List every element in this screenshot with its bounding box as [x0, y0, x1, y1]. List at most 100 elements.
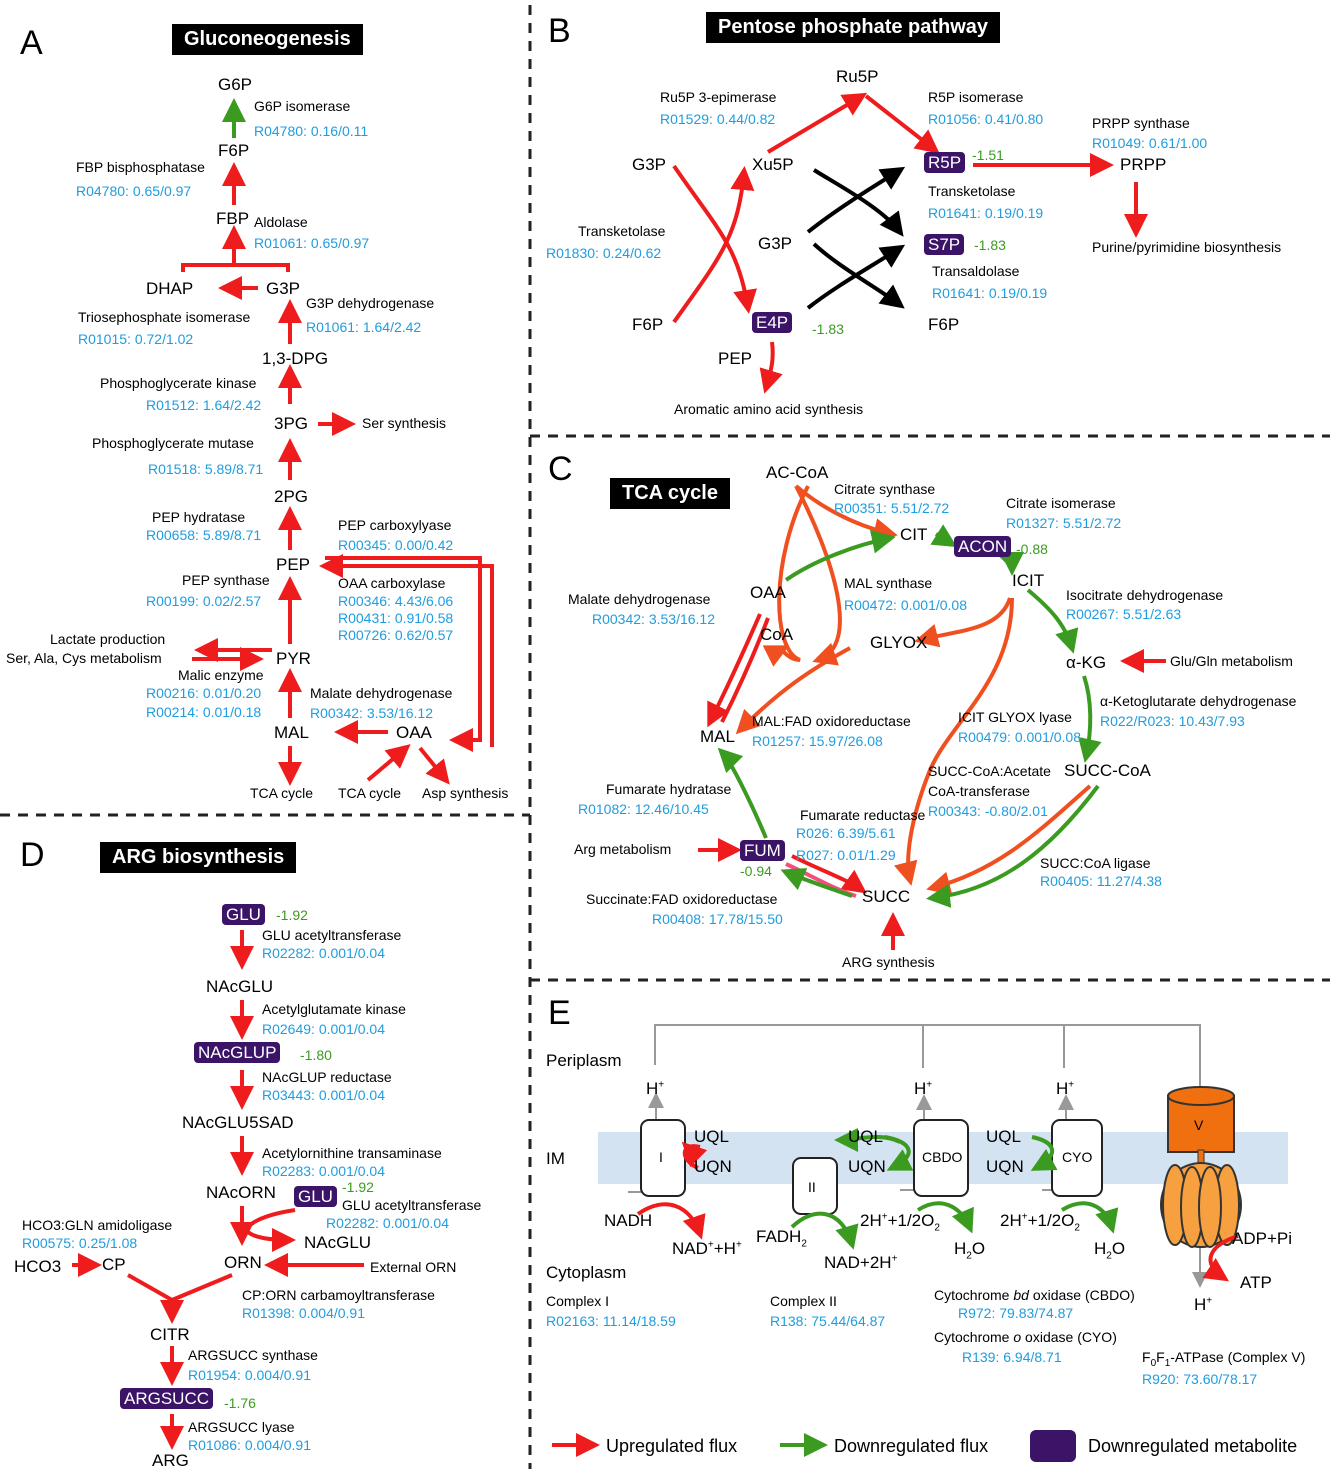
panel-c-arrows	[698, 484, 1166, 950]
reaction-id: R00342: 3.53/16.12	[310, 705, 433, 721]
enzyme-transketolase: Transketolase	[578, 223, 666, 239]
cbdo-box-label: CBDO	[922, 1149, 963, 1165]
enzyme-pep-carboxylyase: PEP carboxylyase	[338, 517, 452, 533]
reaction-id: R02163: 11.14/18.59	[546, 1313, 676, 1329]
reaction-id: R01327: 5.51/2.72	[1006, 515, 1122, 531]
enzyme-citrate-synthase: Citrate synthase	[834, 481, 936, 497]
metabolite-cp: CP	[102, 1255, 126, 1274]
metabolite-oaa: OAA	[396, 723, 432, 742]
reaction-id: R00575: 0.25/1.08	[22, 1235, 138, 1251]
enzyme-argsucc-lyase: ARGSUCC lyase	[188, 1419, 295, 1435]
enzyme-malate-dehydrogenase: Malate dehydrogenase	[310, 685, 453, 701]
reaction-id: R00346: 4.43/6.06	[338, 593, 454, 609]
enzyme-phosphoglycerate-kinase: Phosphoglycerate kinase	[100, 375, 257, 391]
metabolite-mal: MAL	[700, 727, 735, 746]
metabolite-3pg: 3PG	[274, 414, 309, 433]
reaction-id: R00431: 0.91/0.58	[338, 610, 454, 626]
reaction-id: R04780: 0.65/0.97	[76, 183, 192, 199]
reaction-id: R00351: 5.51/2.72	[834, 500, 950, 516]
cbdo-name: Cytochrome bd oxidase (CBDO)	[934, 1287, 1135, 1303]
enzyme-fumarate-reductase: Fumarate reductase	[800, 807, 926, 823]
legend-upregulated: Upregulated flux	[606, 1436, 738, 1456]
reaction-id: R02282: 0.001/0.04	[326, 1215, 449, 1231]
enzyme-r5p-isomerase: R5P isomerase	[928, 89, 1024, 105]
cytoplasm-label: Cytoplasm	[546, 1263, 627, 1282]
reaction-id: R972: 79.83/74.87	[958, 1305, 1074, 1321]
metabolite-glyox: GLYOX	[870, 633, 928, 652]
metabolite-2pg: 2PG	[274, 487, 309, 506]
enzyme-argsucc-synthase: ARGSUCC synthase	[188, 1347, 318, 1363]
ser-synthesis: Ser synthesis	[362, 415, 447, 431]
panel-d-arrows	[72, 930, 364, 1450]
metabolite-mal: MAL	[274, 723, 309, 742]
enzyme-aldolase: Aldolase	[254, 214, 308, 230]
atp: ATP	[1240, 1273, 1272, 1292]
metabolite-xu5p: Xu5P	[752, 155, 794, 174]
reaction-id: R01061: 1.64/2.42	[306, 319, 422, 335]
enzyme-fumarate-hydratase: Fumarate hydratase	[606, 781, 732, 797]
metabolite-g3p: G3P	[632, 155, 667, 174]
proton-oxygen: 2H++1/2O2	[1000, 1211, 1080, 1234]
reaction-id: R00345: 0.00/0.42	[338, 537, 454, 553]
metabolite-fum-box: FUM	[740, 840, 785, 861]
metabolite-oaa: OAA	[750, 583, 786, 602]
metabolite-f6p: F6P	[928, 315, 960, 334]
legend-downregulated: Downregulated flux	[834, 1436, 989, 1456]
reaction-id: R00216: 0.01/0.20	[146, 685, 262, 701]
nad-plus-h: NAD++H+	[672, 1239, 742, 1258]
fold-change: -1.83	[812, 321, 844, 337]
proton-label: H+	[646, 1079, 665, 1098]
purine-pyrimidine-biosynthesis: Purine/pyrimidine biosynthesis	[1092, 239, 1282, 255]
reaction-id: R00658: 5.89/8.71	[146, 527, 262, 543]
periplasm-label: Periplasm	[546, 1051, 622, 1070]
arg-synthesis: ARG synthesis	[842, 954, 935, 970]
metabolite-citr: CITR	[150, 1325, 190, 1344]
lactate-production: Lactate production	[50, 631, 166, 647]
enzyme-oaa-carboxylase: OAA carboxylase	[338, 575, 446, 591]
reaction-id: R138: 75.44/64.87	[770, 1313, 886, 1329]
enzyme-acetylglutamate-kinase: Acetylglutamate kinase	[262, 1001, 406, 1017]
reaction-id: R00472: 0.001/0.08	[844, 597, 967, 613]
ubiquinol: UQL	[986, 1127, 1021, 1146]
reaction-id: R00342: 3.53/16.12	[592, 611, 715, 627]
metabolite-g6p: G6P	[218, 75, 253, 94]
enzyme-citrate-isomerase: Citrate isomerase	[1006, 495, 1116, 511]
reaction-id: R02282: 0.001/0.04	[262, 945, 385, 961]
panel-label-e: E	[548, 994, 571, 1032]
tca-cycle-link: TCA cycle	[250, 785, 314, 801]
enzyme-hco3-gln-amidoligase: HCO3:GLN amidoligase	[22, 1217, 173, 1233]
ubiquinone: UQN	[848, 1157, 886, 1176]
enzyme-glu-acetyltransferase: GLU acetyltransferase	[342, 1197, 482, 1213]
panel-e-graphics	[598, 1024, 1288, 1288]
reaction-id: R01049: 0.61/1.00	[1092, 135, 1208, 151]
reaction-id: R01529: 0.44/0.82	[660, 111, 776, 127]
fold-change: -1.51	[972, 147, 1004, 163]
metabolite-pep: PEP	[276, 555, 311, 574]
reaction-id: R01257: 15.97/26.08	[752, 733, 883, 749]
panel-a-title: Gluconeogenesis	[172, 24, 363, 55]
reaction-id: R00479: 0.001/0.08	[958, 729, 1081, 745]
water: H2O	[1094, 1239, 1126, 1262]
metabolite-hco3: HCO3	[14, 1257, 62, 1276]
panel-label-d: D	[20, 836, 45, 874]
fold-change: -1.83	[974, 237, 1006, 253]
metabolite-pep: PEP	[718, 349, 753, 368]
metabolite-ru5p: Ru5P	[836, 67, 879, 86]
metabolite-f6p: F6P	[632, 315, 664, 334]
reaction-id: R022/R023: 10.43/7.93	[1100, 713, 1245, 729]
nad-2h: NAD+2H+	[824, 1253, 898, 1272]
metabolite-orn: ORN	[224, 1253, 262, 1272]
metabolite-nacglup-box: NAcGLUP	[194, 1042, 281, 1063]
enzyme-isocitrate-dehydrogenase: Isocitrate dehydrogenase	[1066, 587, 1224, 603]
atpase-name: F0F1-ATPase (Complex V)	[1142, 1349, 1306, 1369]
reaction-id: R01518: 5.89/8.71	[148, 461, 264, 477]
panel-b-title: Pentose phosphate pathway	[706, 12, 1001, 43]
reaction-id: R01641: 0.19/0.19	[932, 285, 1048, 301]
proton-label: H+	[1056, 1079, 1075, 1098]
metabolite-dhap: DHAP	[146, 279, 194, 298]
reaction-id: R00726: 0.62/0.57	[338, 627, 454, 643]
reaction-id: R02283: 0.001/0.04	[262, 1163, 385, 1179]
metabolite-fbp: FBP	[216, 209, 250, 228]
